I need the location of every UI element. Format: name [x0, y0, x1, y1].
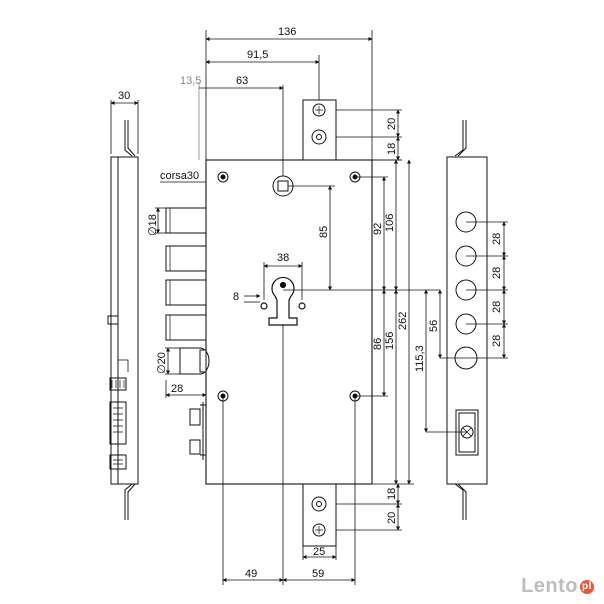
dim-30	[110, 100, 139, 154]
faceplate-connector-1	[109, 377, 127, 391]
latch	[179, 347, 210, 375]
lock-body	[205, 159, 373, 485]
dim-25-label: 25	[313, 546, 325, 558]
keyhole	[260, 276, 306, 326]
dim-91-5-label: 91,5	[247, 49, 268, 61]
dim-156-label: 156	[384, 332, 396, 350]
dim-59-label: 59	[312, 568, 324, 580]
dim-30-label: 30	[118, 90, 130, 102]
dim-20-top-label: 20	[386, 118, 398, 130]
bolt-4	[165, 314, 207, 341]
dim-92-label: 92	[372, 223, 384, 235]
side-view-right	[446, 120, 488, 520]
deadbolts	[165, 207, 207, 341]
front-plate	[446, 156, 488, 485]
mounting-holes	[217, 171, 361, 402]
dim-13-5-label: 13,5	[180, 75, 201, 87]
dim-115-3-label: 115,3	[414, 345, 426, 372]
dim-dia20-label: ∅20	[156, 352, 168, 374]
lock-case	[205, 159, 373, 485]
dim-18-top-label: 18	[386, 143, 398, 155]
bolt-3	[165, 279, 207, 306]
dim-136-label: 136	[278, 26, 296, 38]
dim-corsa-label: corsa30	[160, 170, 199, 182]
bolt-1	[165, 207, 207, 234]
dim-18-bottom-label: 18	[386, 488, 398, 500]
dim-63-label: 63	[236, 75, 248, 87]
dim-20-bottom-label: 20	[386, 512, 398, 524]
faceplate-slot	[107, 315, 119, 325]
dim-28-small-label: 28	[171, 383, 183, 395]
dim-28-d-label: 28	[491, 335, 503, 347]
front-latch-window	[455, 409, 479, 456]
dim-56-label: 56	[428, 320, 440, 332]
dim-28-c-label: 28	[491, 301, 503, 313]
dim-106-label: 106	[384, 214, 396, 232]
dim-262-label: 262	[397, 312, 409, 330]
screw-hole-top-left	[217, 171, 229, 183]
faceplate-body	[110, 156, 139, 485]
lower-hooks	[189, 402, 206, 460]
front-bolt-holes	[454, 211, 478, 370]
watermark-badge: pl	[580, 579, 594, 594]
faceplate-connector-2	[109, 401, 127, 445]
dim-85-label: 85	[318, 226, 330, 238]
dim-28-a-label: 28	[491, 233, 503, 245]
bolt-2	[165, 245, 207, 272]
side-view-left	[107, 120, 139, 520]
bottom-rod-bracket	[302, 484, 337, 547]
dim-dia18-label: ∅18	[147, 214, 159, 236]
top-rod-bracket	[302, 99, 337, 160]
dim-28-b-label: 28	[491, 267, 503, 279]
watermark-text: Lento	[521, 575, 578, 597]
dim-86-label: 86	[372, 338, 384, 350]
dim-38-label: 38	[277, 252, 289, 264]
dim-49-label: 49	[245, 568, 257, 580]
dim-8-label: 8	[233, 291, 239, 303]
faceplate-connector-3	[109, 454, 127, 470]
